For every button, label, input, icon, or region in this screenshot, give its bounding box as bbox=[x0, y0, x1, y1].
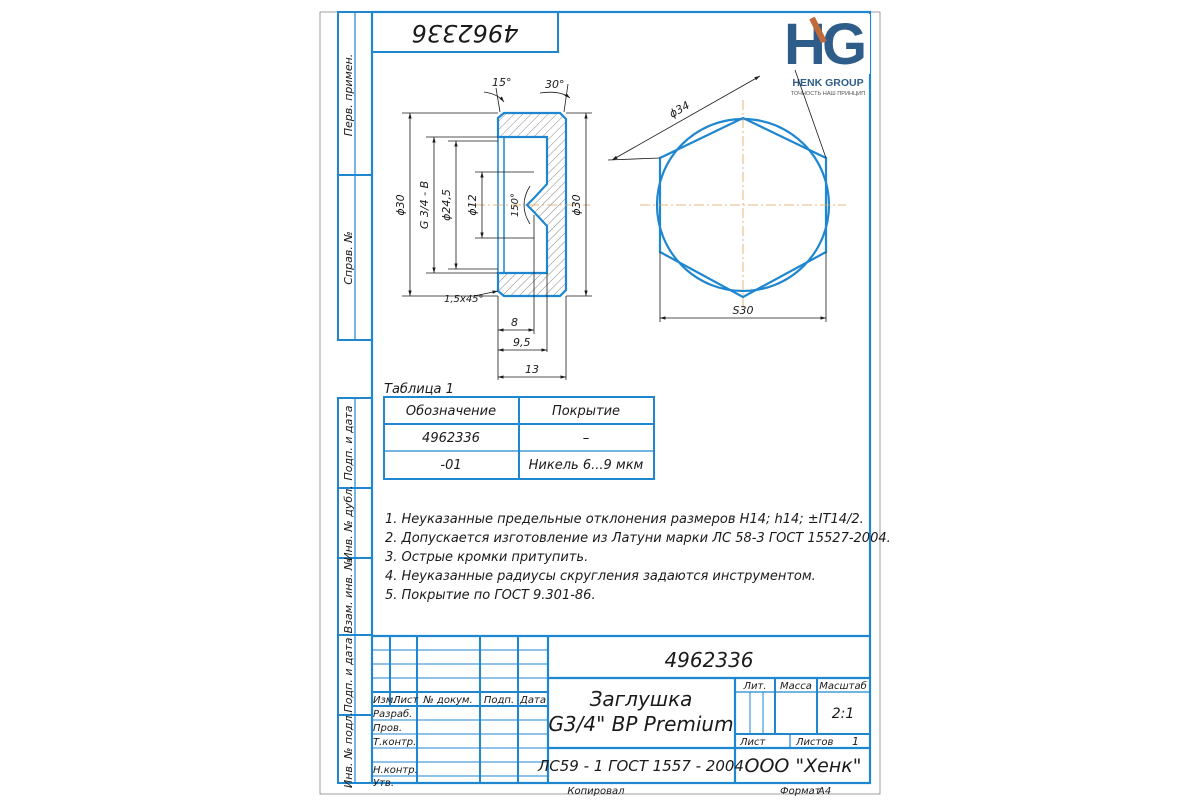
dim-d24-5: ϕ24,5 bbox=[440, 189, 453, 221]
table-header-designation: Обозначение bbox=[406, 404, 496, 419]
tb-material: ЛС59 - 1 ГОСТ 1557 - 2004 bbox=[537, 757, 744, 775]
tb-company: ООО "Хенк" bbox=[745, 755, 862, 777]
technical-notes: 1. Неуказанные предельные отклонения раз… bbox=[385, 512, 891, 603]
tb-row-prov: Пров. bbox=[373, 723, 402, 734]
note-item: 5. Покрытие по ГОСТ 9.301-86. bbox=[385, 588, 596, 603]
tb-scale-value: 2:1 bbox=[832, 706, 855, 722]
dim-angle-30: 30° bbox=[545, 78, 565, 91]
table-cell: -01 bbox=[440, 458, 461, 473]
henk-group-logo: H G HENK GROUP ТОЧНОСТЬ НАШ ПРИНЦИП bbox=[784, 12, 870, 97]
table-cell: Никель 6...9 мкм bbox=[529, 458, 644, 473]
dim-d30-left: ϕ30 bbox=[394, 194, 407, 215]
tb-list-label: Лист bbox=[739, 737, 767, 748]
side-label-inv-podl: Инв. № подл. bbox=[342, 712, 355, 788]
tb-name-line1: Заглушка bbox=[590, 687, 693, 711]
table-cell: – bbox=[583, 431, 590, 446]
dim-len-8: 8 bbox=[511, 316, 518, 329]
tb-col-data: Дата bbox=[519, 695, 546, 706]
dim-angle-15: 15° bbox=[492, 76, 512, 89]
dim-thread: G 3/4 - B bbox=[418, 181, 431, 229]
side-label-podp-data-2: Подп. и дата bbox=[342, 637, 355, 712]
logo-letter-g: G bbox=[822, 12, 867, 77]
section-body bbox=[496, 111, 568, 298]
tb-listov-value: 1 bbox=[852, 735, 859, 748]
table-header-coating: Покрытие bbox=[552, 404, 620, 419]
dim-d12: ϕ12 bbox=[466, 194, 479, 215]
dim-d34: ϕ34 bbox=[667, 99, 692, 121]
footer-format-label: Формат bbox=[780, 786, 822, 797]
side-label-vzam-inv: Взам. инв. № bbox=[342, 559, 355, 634]
side-column: Перв. примен. Справ. № Подп. и дата Инв.… bbox=[337, 11, 373, 788]
tb-row-tkontr: Т.контр. bbox=[373, 737, 416, 748]
side-label-perv-primen: Перв. примен. bbox=[342, 54, 355, 137]
note-item: 2. Допускается изготовление из Латуни ма… bbox=[385, 531, 891, 546]
hex-view: ϕ34 S30 bbox=[607, 69, 846, 322]
logo-slogan: ТОЧНОСТЬ НАШ ПРИНЦИП bbox=[791, 91, 865, 97]
tb-listov-label: Листов bbox=[795, 737, 833, 748]
dim-s30: S30 bbox=[733, 304, 754, 317]
table-caption: Таблица 1 bbox=[384, 382, 454, 397]
tb-col-docum: № докум. bbox=[422, 695, 472, 706]
logo-accent bbox=[809, 16, 827, 44]
coating-table: Таблица 1 Обозначение Покрытие 4962336 –… bbox=[383, 382, 655, 480]
side-label-sprav-no: Справ. № bbox=[342, 231, 355, 285]
tb-masshtab: Масштаб bbox=[819, 680, 867, 692]
tb-lit: Лит. bbox=[742, 681, 766, 692]
note-item: 3. Острые кромки притупить. bbox=[385, 550, 588, 565]
footer-format-value: А4 bbox=[817, 786, 831, 797]
title-block: 4962336 Изм. Лист № докум. Подп. Дата Ра… bbox=[372, 634, 870, 789]
tb-designation: 4962336 bbox=[664, 648, 753, 672]
dim-len-9-5: 9,5 bbox=[513, 336, 531, 349]
tb-name-line2: G3/4" ВР Premium bbox=[548, 712, 733, 736]
tb-col-list: Лист bbox=[392, 695, 420, 706]
dim-angle-150: 150° bbox=[510, 193, 521, 217]
logo-letter-h: H bbox=[784, 12, 826, 77]
logo-name: HENK GROUP bbox=[792, 77, 863, 89]
tb-col-podp: Подп. bbox=[484, 695, 514, 706]
sheet-border bbox=[319, 11, 881, 795]
section-view: 15° 30° 150° ϕ30 G 3/4 - B ϕ24,5 ϕ12 ϕ30… bbox=[394, 76, 592, 380]
tb-row-utv: Утв. bbox=[373, 778, 394, 789]
footer-kopiroval: Копировал bbox=[567, 786, 625, 797]
side-label-inv-dubl: Инв. № дубл. bbox=[342, 485, 355, 560]
tb-massa: Масса bbox=[780, 681, 812, 692]
dim-chamfer: 1,5x45° bbox=[444, 294, 484, 305]
tb-row-razrab: Разраб. bbox=[373, 708, 412, 720]
tb-col-izm: Изм. bbox=[373, 695, 397, 706]
dim-len-13: 13 bbox=[525, 363, 539, 376]
dim-d30-right: ϕ30 bbox=[570, 194, 583, 215]
side-label-podp-data: Подп. и дата bbox=[342, 405, 355, 480]
note-item: 1. Неуказанные предельные отклонения раз… bbox=[385, 512, 864, 527]
table-cell: 4962336 bbox=[422, 431, 480, 446]
stamp-number: 4962336 bbox=[412, 19, 519, 47]
note-item: 4. Неуказанные радиусы скругления задают… bbox=[385, 569, 816, 584]
tb-row-nkontr: Н.контр. bbox=[373, 765, 418, 776]
